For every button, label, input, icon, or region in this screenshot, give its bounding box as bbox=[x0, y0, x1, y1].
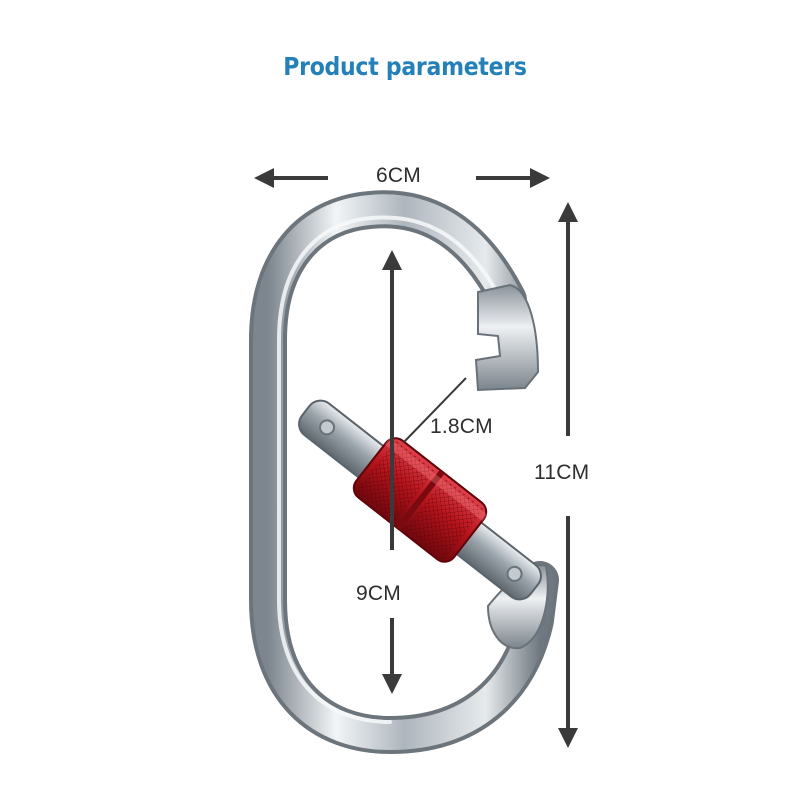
lock-sleeve bbox=[352, 437, 488, 563]
gate-diameter-label: 1.8CM bbox=[430, 415, 493, 438]
page-title: Product parameters bbox=[283, 52, 527, 81]
gate-pin bbox=[298, 399, 542, 601]
carabiner-frame bbox=[249, 190, 559, 755]
inner-length-label: 9CM bbox=[356, 582, 401, 605]
width-dimension-arrow bbox=[254, 168, 550, 188]
gate-diameter-leader-line bbox=[403, 377, 467, 443]
height-dimension-arrow bbox=[558, 202, 578, 748]
height-label: 11CM bbox=[534, 461, 590, 484]
inner-length-dimension-arrow bbox=[382, 250, 402, 694]
width-label: 6CM bbox=[376, 164, 421, 187]
